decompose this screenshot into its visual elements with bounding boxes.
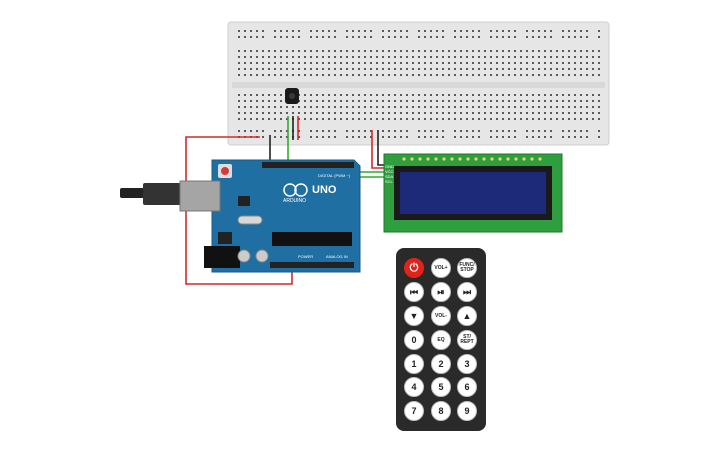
digit-8-button[interactable]: 8 [431, 401, 451, 421]
up-button[interactable]: ▲ [457, 306, 477, 326]
vol-down-button[interactable]: VOL- [431, 306, 451, 326]
digit-7-button[interactable]: 7 [404, 401, 424, 421]
down-button[interactable]: ▼ [404, 306, 424, 326]
lcd-pin-label: VCC [385, 169, 394, 174]
digit-0-button[interactable]: 0 [404, 330, 424, 350]
lcd-module[interactable] [383, 153, 563, 233]
digit-9-button[interactable]: 9 [457, 401, 477, 421]
power-button[interactable]: ⏻ [404, 258, 424, 278]
arduino-analog-label: ANALOG IN [326, 254, 348, 259]
play-pause-button[interactable]: ⏯ [431, 282, 451, 302]
ir-receiver[interactable] [285, 88, 299, 104]
lcd-pin-label: SDA [385, 174, 394, 179]
next-button[interactable]: ⏭ [457, 282, 477, 302]
vol-up-button[interactable]: VOL+ [431, 258, 451, 278]
st-rept-button[interactable]: ST/ REPT [457, 330, 477, 350]
digit-1-button[interactable]: 1 [404, 354, 424, 374]
digit-5-button[interactable]: 5 [431, 377, 451, 397]
digit-4-button[interactable]: 4 [404, 377, 424, 397]
arduino-maker-label: ARDUINO [283, 198, 307, 204]
lcd-pin-label: GND [385, 164, 394, 169]
breadboard-holes [238, 30, 600, 138]
arduino-digital-label: DIGITAL (PWM ~) [318, 173, 351, 178]
breadboard[interactable] [227, 21, 610, 146]
func-stop-button[interactable]: FUNC/ STOP [457, 258, 477, 278]
digit-6-button[interactable]: 6 [457, 377, 477, 397]
arduino-brand-label: UNO [312, 184, 337, 196]
digit-3-button[interactable]: 3 [457, 354, 477, 374]
wire-red-5v [185, 136, 293, 285]
eq-button[interactable]: EQ [431, 330, 451, 350]
digit-2-button[interactable]: 2 [431, 354, 451, 374]
lcd-header-pins [402, 157, 542, 161]
arduino-uno[interactable] [120, 159, 361, 273]
lcd-pin-label: SCL [385, 179, 393, 184]
arduino-power-label: POWER [298, 254, 314, 259]
prev-button[interactable]: ⏮ [404, 282, 424, 302]
